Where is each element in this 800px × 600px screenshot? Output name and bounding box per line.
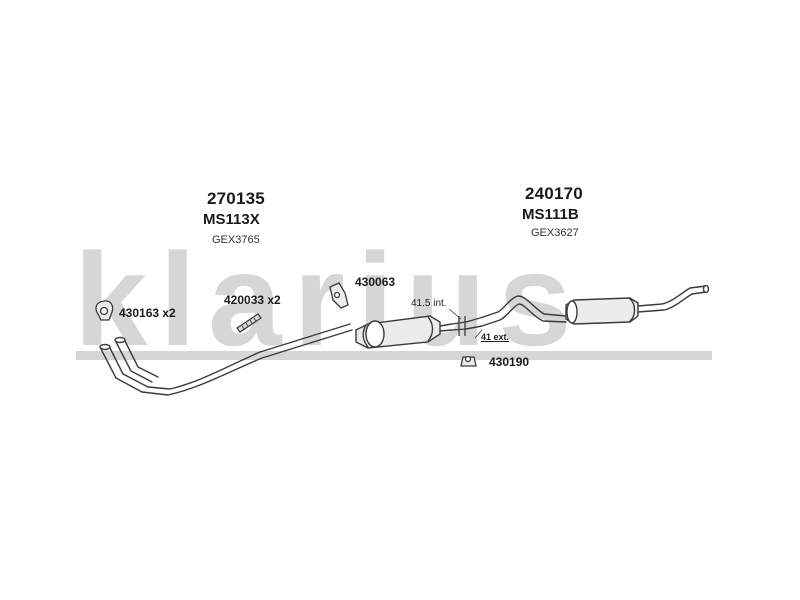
silencer-outlet [439,323,453,332]
front-pipe-upper [147,323,351,390]
dimension-external-label: 41 ext. [481,332,510,342]
tailpipe-outlet [702,284,710,294]
front-model-code: MS113X [203,211,260,228]
silencer-end-left [362,324,369,348]
watermark-underline [76,351,712,360]
rear-silencer-inlet [566,300,578,324]
rear-ref-code: GEX3627 [531,227,579,239]
front-pipe-section [99,323,353,396]
centre-silencer [355,315,453,349]
front-ref-code: GEX3765 [212,234,260,246]
hanger-part-icon [329,282,349,309]
downpipe-left-inner [108,345,149,388]
joint-clamp [458,316,466,336]
rear-pipe-upper [465,295,567,323]
dim-int-leader [448,308,462,320]
brand-watermark: klarius [74,226,712,373]
mount-rubber-part-icon [460,355,477,367]
hanger-part-label: 430063 [355,275,396,289]
downpipe-right-inner [123,338,159,378]
bolt-part-icon [236,313,262,333]
rear-section [465,284,710,330]
front-part-number: 270135 [207,189,265,208]
downpipe-left-outer [100,348,143,393]
rear-silencer-end [629,298,636,322]
downpipe-right-flange [114,336,126,344]
rear-model-code: MS111B [522,206,579,223]
joint-connector [448,308,483,339]
downpipe-left-flange [99,343,111,351]
tailpipe-upper [637,285,707,307]
mount-rubber-part-label: 430190 [489,355,530,369]
silencer-inlet [365,320,385,348]
bolt-part-label: 420033 x2 [224,293,281,307]
tailpipe-lower [637,291,707,313]
downpipe-right-outer [115,341,153,383]
front-pipe-lower [141,329,353,396]
dim-ext-leader [474,329,483,339]
clamp-part-label: 430163 x2 [119,306,176,320]
silencer-end-right [427,316,434,342]
dimension-internal-label: 41.5 int. [411,298,447,309]
watermark-logo-text: klarius [74,226,584,373]
clamp-part-icon [95,300,114,321]
rear-part-number: 240170 [525,184,583,203]
rear-pipe-lower [465,303,567,330]
